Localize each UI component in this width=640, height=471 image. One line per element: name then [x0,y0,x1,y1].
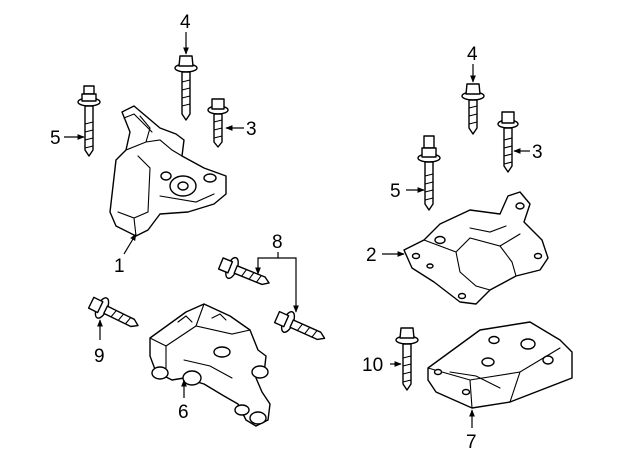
mount-bracket-part-2[interactable] [403,191,549,305]
bolt-8-lower[interactable] [273,307,329,348]
bolt-3-left[interactable] [207,98,229,148]
bolt-5-left[interactable] [77,85,101,157]
callout-1: 1 [114,256,125,277]
bolt-8-upper[interactable] [217,253,273,293]
bolt-4-left[interactable] [174,55,198,121]
bolt-10[interactable] [395,327,419,391]
callout-7: 7 [466,432,477,453]
bolt-9[interactable] [86,293,142,336]
bolt-3-right[interactable] [497,111,519,173]
callout-6: 6 [178,402,189,423]
mount-block-part-7[interactable] [427,321,573,409]
bolt-5-right[interactable] [417,135,441,211]
transmission-mount-part-6[interactable] [149,303,271,427]
callout-9: 9 [94,346,105,367]
callout-2: 2 [366,245,377,266]
engine-mount-part-1[interactable] [109,105,227,237]
bolt-4-right[interactable] [461,83,485,135]
callout-3-left: 3 [246,119,257,140]
callout-labels: 4 3 5 1 4 3 5 2 8 9 6 10 7 [50,12,543,453]
callout-5-right: 5 [390,181,401,202]
callout-5-left: 5 [50,128,61,149]
callout-8: 8 [272,232,283,253]
callout-3-right: 3 [532,142,543,163]
callout-4-left: 4 [180,12,191,33]
leader-lines [64,32,530,428]
callout-10: 10 [362,355,383,376]
callout-4-right: 4 [467,44,478,65]
